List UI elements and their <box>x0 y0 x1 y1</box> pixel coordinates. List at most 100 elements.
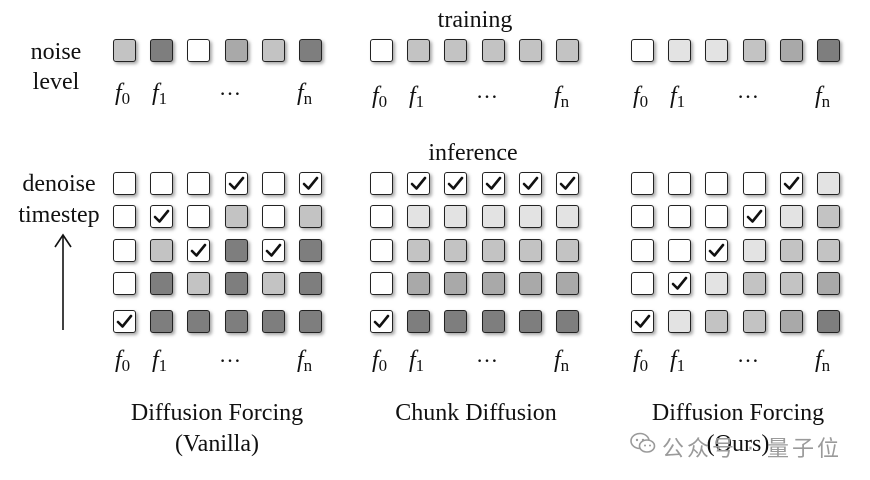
inference-frame-square <box>187 205 211 228</box>
checked-frame-square <box>299 172 322 195</box>
training-frame-square <box>556 39 579 62</box>
training-frame-square <box>779 39 803 62</box>
training-frame-square <box>370 39 393 62</box>
training-frame-square <box>299 39 322 62</box>
training-frame-square <box>705 39 729 62</box>
training-frame-square <box>407 39 431 62</box>
inference-frame-square <box>370 272 393 295</box>
inference-frame-square <box>444 205 468 228</box>
inference-frame-square <box>113 272 136 295</box>
inference-frame-square <box>224 205 248 228</box>
ellipsis-label: … <box>737 342 761 367</box>
training-frame-square <box>742 39 766 62</box>
frame-label-fn: fn <box>815 347 831 375</box>
frame-label-f0: f0 <box>372 83 388 111</box>
inference-frame-square <box>407 310 431 333</box>
frame-label-f0: f0 <box>372 347 388 375</box>
training-header: training <box>437 7 513 33</box>
ellipsis-label: … <box>219 75 243 100</box>
frame-label-f1: f1 <box>670 83 686 111</box>
training-frame-square <box>150 39 174 62</box>
inference-frame-square <box>817 310 840 333</box>
wechat-icon <box>630 432 656 453</box>
inference-frame-square <box>113 239 136 262</box>
checked-frame-square <box>779 172 803 195</box>
inference-frame-square <box>481 310 505 333</box>
inference-frame-square <box>150 172 174 195</box>
checked-frame-square <box>187 239 211 262</box>
inference-frame-square <box>518 239 542 262</box>
training-frame-square <box>444 39 468 62</box>
inference-frame-square <box>817 239 840 262</box>
frame-label-f0: f0 <box>633 83 649 111</box>
ellipsis-label: … <box>476 78 500 103</box>
inference-frame-square <box>817 205 840 228</box>
inference-frame-square <box>407 205 431 228</box>
checked-frame-square <box>150 205 174 228</box>
inference-frame-square <box>481 205 505 228</box>
timestep-label: timestep <box>18 202 100 228</box>
inference-frame-square <box>224 272 248 295</box>
training-frame-square <box>113 39 136 62</box>
inference-frame-square <box>481 272 505 295</box>
inference-frame-square <box>556 239 579 262</box>
checked-frame-square <box>261 239 285 262</box>
inference-frame-square <box>187 310 211 333</box>
checked-frame-square <box>224 172 248 195</box>
training-frame-square <box>668 39 692 62</box>
inference-frame-square <box>742 272 766 295</box>
panel1-title: Diffusion Forcing <box>130 400 304 426</box>
inference-frame-square <box>779 310 803 333</box>
inference-frame-square <box>150 239 174 262</box>
panel2-title: Chunk Diffusion <box>395 400 557 426</box>
inference-frame-square <box>370 205 393 228</box>
training-frame-square <box>187 39 211 62</box>
inference-frame-square <box>817 172 840 195</box>
checked-frame-square <box>370 310 393 333</box>
checked-frame-square <box>113 310 136 333</box>
inference-frame-square <box>299 239 322 262</box>
inference-frame-square <box>481 239 505 262</box>
checked-frame-square <box>556 172 579 195</box>
training-frame-square <box>631 39 654 62</box>
frame-label-fn: fn <box>554 347 570 375</box>
inference-frame-square <box>187 272 211 295</box>
inference-frame-square <box>150 310 174 333</box>
frame-label-fn: fn <box>297 80 313 108</box>
training-frame-square <box>481 39 505 62</box>
training-frame-square <box>518 39 542 62</box>
training-frame-square <box>261 39 285 62</box>
inference-frame-square <box>556 205 579 228</box>
frame-label-f1: f1 <box>670 347 686 375</box>
inference-frame-square <box>113 205 136 228</box>
inference-header: inference <box>428 140 518 166</box>
panel3-title: Diffusion Forcing <box>651 400 825 426</box>
training-frame-square <box>224 39 248 62</box>
checked-frame-square <box>407 172 431 195</box>
inference-frame-square <box>224 239 248 262</box>
frame-label-fn: fn <box>815 83 831 111</box>
inference-frame-square <box>261 310 285 333</box>
up-arrow-icon <box>54 233 72 330</box>
inference-frame-square <box>705 205 729 228</box>
noise-label: noise <box>30 39 82 65</box>
inference-frame-square <box>779 205 803 228</box>
inference-frame-square <box>556 272 579 295</box>
frame-label-f1: f1 <box>152 347 168 375</box>
inference-frame-square <box>705 310 729 333</box>
inference-frame-square <box>518 310 542 333</box>
inference-frame-square <box>705 272 729 295</box>
checked-frame-square <box>668 272 692 295</box>
inference-frame-square <box>668 205 692 228</box>
inference-frame-square <box>299 205 322 228</box>
inference-frame-square <box>742 172 766 195</box>
panel1-subtitle: (Vanilla) <box>175 431 259 457</box>
inference-frame-square <box>631 239 654 262</box>
inference-frame-square <box>370 172 393 195</box>
checked-frame-square <box>444 172 468 195</box>
inference-frame-square <box>299 310 322 333</box>
ellipsis-label: … <box>737 78 761 103</box>
inference-frame-square <box>817 272 840 295</box>
checked-frame-square <box>705 239 729 262</box>
inference-frame-square <box>518 205 542 228</box>
